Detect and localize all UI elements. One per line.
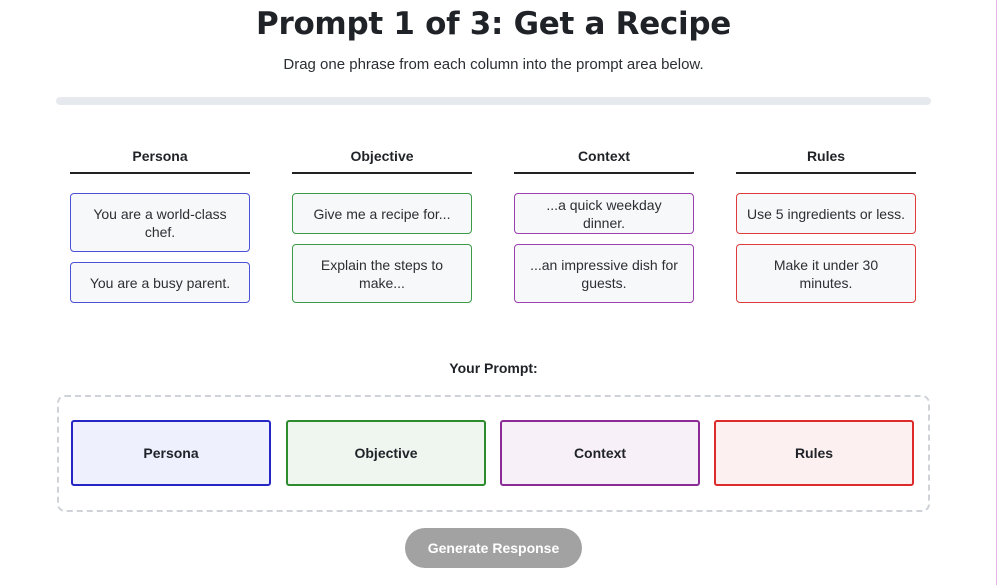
prompt-drop-area[interactable] xyxy=(57,395,930,512)
drop-slot-context[interactable]: Context xyxy=(500,420,700,486)
column-header-rules: Rules xyxy=(736,148,916,174)
phrase-card-context-2[interactable]: ...an impressive dish for guests. xyxy=(514,244,694,303)
drop-slot-persona[interactable]: Persona xyxy=(71,420,271,486)
column-header-persona: Persona xyxy=(70,148,250,174)
phrase-card-objective-1[interactable]: Give me a recipe for... xyxy=(292,193,472,234)
phrase-card-objective-2[interactable]: Explain the steps to make... xyxy=(292,244,472,303)
page-subtitle: Drag one phrase from each column into th… xyxy=(283,56,704,73)
column-header-context: Context xyxy=(514,148,694,174)
column-rules: Rules Use 5 ingredients or less. Make it… xyxy=(736,148,916,303)
column-objective: Objective Give me a recipe for... Explai… xyxy=(292,148,472,303)
progress-bar xyxy=(56,97,931,105)
drop-slot-rules[interactable]: Rules xyxy=(714,420,914,486)
column-persona: Persona You are a world-class chef. You … xyxy=(70,148,250,303)
phrase-card-rules-2[interactable]: Make it under 30 minutes. xyxy=(736,244,916,303)
window-edge-line xyxy=(996,0,997,585)
column-context: Context ...a quick weekday dinner. ...an… xyxy=(514,148,694,303)
phrase-card-persona-1[interactable]: You are a world-class chef. xyxy=(70,193,250,252)
column-header-objective: Objective xyxy=(292,148,472,174)
prompt-area-label: Your Prompt: xyxy=(449,360,538,376)
page-title: Prompt 1 of 3: Get a Recipe xyxy=(256,6,731,42)
phrase-card-persona-2[interactable]: You are a busy parent. xyxy=(70,262,250,303)
generate-response-button[interactable]: Generate Response xyxy=(405,528,582,568)
phrase-card-context-1[interactable]: ...a quick weekday dinner. xyxy=(514,193,694,234)
phrase-card-rules-1[interactable]: Use 5 ingredients or less. xyxy=(736,193,916,234)
drop-slot-objective[interactable]: Objective xyxy=(286,420,486,486)
